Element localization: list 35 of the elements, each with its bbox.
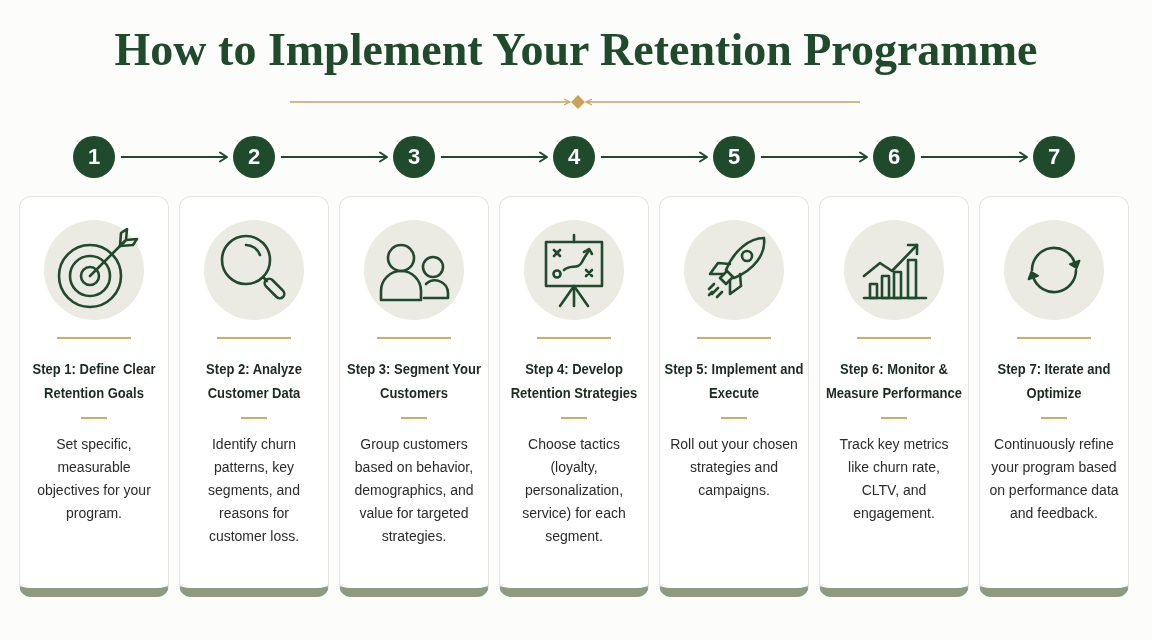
step-number-circle: 6 xyxy=(873,136,915,178)
step-heading: Step 3: Segment Your Customers xyxy=(345,359,483,403)
step-description: Choose tactics (loyalty, personalization, service) for each segment. xyxy=(521,435,627,546)
arrow xyxy=(440,151,548,163)
step-card xyxy=(819,196,969,597)
step-number-circle: 4 xyxy=(553,136,595,178)
arrow xyxy=(760,151,868,163)
step-heading: Step 4: Develop Retention Strategies xyxy=(509,359,639,403)
step-number-circle: 2 xyxy=(233,136,275,178)
arrow xyxy=(600,151,708,163)
step-card xyxy=(659,196,809,597)
step-number-circle: 1 xyxy=(73,136,115,178)
step-card xyxy=(499,196,649,597)
step-heading: Step 5: Implement and Execute xyxy=(663,359,805,403)
arrow xyxy=(920,151,1028,163)
step-heading: Step 7: Iterate and Optimize xyxy=(996,359,1112,403)
step-card xyxy=(19,196,169,597)
step-description: Group customers based on behavior, demographics, and value for targeted strategies. xyxy=(353,435,475,546)
step-description: Identify churn patterns, key segments, and reasons for customer loss. xyxy=(207,435,301,546)
step-description: Track key metrics like churn rate, CLTV, and engagement. xyxy=(838,435,950,523)
arrow xyxy=(120,151,228,163)
arrow xyxy=(280,151,388,163)
step-heading: Step 2: Analyze Customer Data xyxy=(205,359,303,403)
step-number-circle: 5 xyxy=(713,136,755,178)
step-card xyxy=(339,196,489,597)
title: How to Implement Your Retention Programme xyxy=(114,23,1038,77)
step-heading: Step 6: Monitor & Measure Performance xyxy=(824,359,964,403)
step-heading: Step 1: Define Clear Retention Goals xyxy=(31,359,157,403)
step-card xyxy=(179,196,329,597)
step-number-circle: 7 xyxy=(1033,136,1075,178)
step-description: Roll out your chosen strategies and campaigns. xyxy=(669,435,799,500)
step-description: Continuously refine your program based on performance data and feedback. xyxy=(989,435,1119,523)
step-number-circle: 3 xyxy=(393,136,435,178)
step-description: Set specific, measurable objectives for your program. xyxy=(36,435,152,523)
step-card xyxy=(979,196,1129,597)
